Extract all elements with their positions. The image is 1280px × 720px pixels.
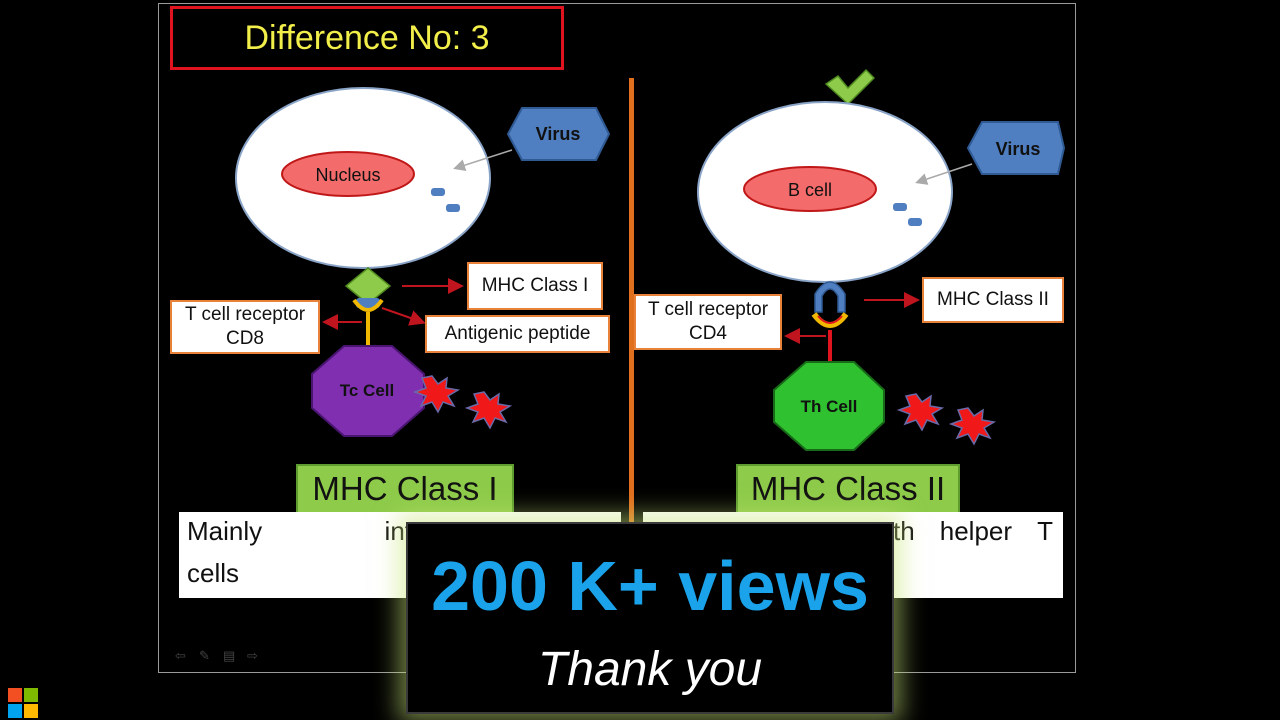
right-description-line-1: th helper T — [893, 516, 1053, 547]
menu-icon[interactable]: ▤ — [223, 648, 236, 663]
right-desc-word-2: helper — [939, 516, 1013, 546]
right-th-cell — [773, 361, 885, 451]
left-particle-2 — [446, 204, 460, 212]
right-check-mark — [824, 68, 876, 106]
right-receptor-label-box: T cell receptor CD4 — [634, 294, 782, 350]
right-virus-label: Virus — [996, 139, 1041, 159]
left-peptide-arrow — [381, 307, 426, 326]
left-infected-burst-1 — [412, 375, 461, 414]
left-nucleus — [281, 151, 415, 197]
pen-icon[interactable]: ✎ — [199, 648, 210, 663]
right-th-cell-label: Th Cell — [801, 397, 858, 416]
right-particle-1 — [893, 203, 907, 211]
right-infected-burst-2 — [948, 407, 997, 446]
right-nucleus — [743, 166, 877, 212]
left-tc-cell — [311, 345, 425, 437]
right-nucleus-label: B cell — [788, 180, 832, 200]
slide-nav-controls: ⇦ ✎ ▤ ⇨ — [175, 648, 263, 664]
right-infected-burst-1 — [896, 393, 945, 432]
views-count: 200 K+ views — [431, 547, 869, 625]
left-mhc-banner: MHC Class I — [296, 464, 514, 514]
views-overlay: 200 K+ views Thank you — [406, 522, 894, 714]
right-tcr-cup-inner — [817, 315, 843, 324]
right-desc-word-3: T — [1037, 516, 1053, 546]
windows-logo-icon — [8, 688, 38, 718]
right-virus — [966, 121, 1066, 175]
left-infected-burst-2 — [464, 391, 513, 430]
left-mhc-label-box: MHC Class I — [467, 262, 603, 310]
left-mhc-molecule — [356, 298, 380, 308]
right-virus-arrow — [915, 163, 973, 185]
right-mhc-label-box: MHC Class II — [922, 277, 1064, 323]
left-peptide-label-box: Antigenic peptide — [425, 315, 610, 353]
slide-title: Difference No: 3 — [170, 6, 564, 70]
nav-forward-icon[interactable]: ⇨ — [247, 648, 258, 663]
right-desc-word-1: th — [893, 516, 915, 546]
left-nucleus-label: Nucleus — [315, 165, 380, 185]
left-tc-cell-label: Tc Cell — [340, 381, 394, 400]
right-particle-2 — [908, 218, 922, 226]
nav-back-icon[interactable]: ⇦ — [175, 648, 186, 663]
right-mhc-banner: MHC Class II — [736, 464, 960, 514]
right-mhc-molecule — [814, 281, 846, 313]
left-particle-1 — [431, 188, 445, 196]
center-divider — [629, 78, 634, 528]
left-virus-label: Virus — [536, 124, 581, 144]
left-desc-word-1: Mainly — [187, 516, 263, 546]
left-tcr-cup — [352, 298, 384, 312]
left-receptor-label-box: T cell receptor CD8 — [170, 300, 320, 354]
right-tcr-cup — [811, 312, 849, 328]
left-virus-arrow — [453, 149, 513, 171]
left-virus — [506, 107, 611, 161]
thank-you-text: Thank you — [537, 643, 763, 696]
left-description-line-2: cells — [187, 558, 240, 588]
